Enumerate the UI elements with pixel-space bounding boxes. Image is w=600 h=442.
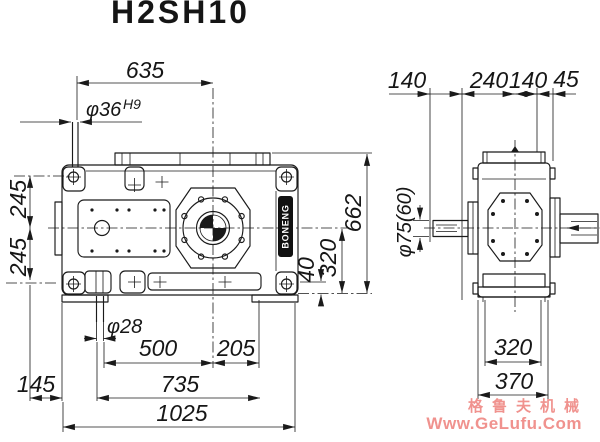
brand-label: BONENG	[281, 204, 291, 248]
dim-40-label: 40	[293, 257, 319, 283]
dim-320-370: 320 370	[477, 300, 549, 399]
bottom-strip	[84, 270, 262, 294]
top-rail	[114, 152, 271, 166]
dim-205-label: 205	[216, 335, 256, 361]
dim-1025-label: 1025	[156, 400, 207, 426]
dim-370-label: 370	[495, 368, 534, 394]
dim-320-label: 320	[315, 239, 341, 278]
dim-145-label: 145	[17, 371, 56, 397]
side-centerlines	[424, 140, 600, 312]
dim-500-label: 500	[139, 335, 178, 361]
input-shaft	[71, 122, 79, 167]
dim-phi75-label: φ75(60)	[394, 187, 416, 258]
front-view: BONENG	[5, 57, 372, 432]
side-output-shaft	[559, 213, 599, 244]
watermark-url: Www.GeLufu.Com	[426, 414, 582, 433]
left-cover-plate	[77, 199, 171, 258]
dim-140-right-label: 140	[509, 67, 548, 93]
dim-635-label: 635	[126, 57, 165, 83]
dim-245-lower-label: 245	[5, 238, 31, 278]
dim-735-label: 735	[161, 371, 200, 397]
top-tab	[124, 166, 169, 192]
dim-145-735: 145 735	[17, 285, 260, 402]
dim-45-label: 45	[553, 66, 579, 92]
watermark-chinese: 格鲁夫机械	[467, 398, 588, 415]
dim-240-label: 240	[469, 67, 509, 93]
dim-635: 635	[76, 57, 213, 120]
phi28-stub	[95, 296, 105, 341]
corner-bolt-pads	[62, 166, 298, 295]
drawing-title: H2SH10	[111, 0, 250, 30]
dim-662-label: 662	[340, 194, 366, 233]
dim-phi36-label: φ36	[86, 99, 122, 121]
dim-phi28-label: φ28	[107, 316, 142, 338]
dim-side-320-label: 320	[494, 334, 533, 360]
dim-140-left-label: 140	[388, 67, 427, 93]
side-bearing-caps	[467, 197, 561, 258]
dim-phi28: φ28	[84, 316, 142, 342]
dim-phi36: φ36 H9	[20, 96, 142, 126]
dim-top-row: 140 240 140 45	[388, 66, 579, 300]
dim-40-320-662: 40 320 662	[272, 152, 372, 307]
side-housing	[472, 146, 556, 302]
side-input-shaft	[432, 219, 469, 238]
front-centerlines	[6, 88, 372, 368]
dim-245-pair: 245 245	[5, 176, 34, 280]
dim-1025: 1025	[62, 303, 296, 432]
dim-phi75: φ75(60)	[394, 187, 429, 258]
dim-phi36-tolerance: H9	[123, 96, 141, 112]
dim-500-205: 500 205	[103, 300, 260, 368]
watermark: 格鲁夫机械 Www.GeLufu.Com	[426, 399, 582, 432]
side-flange-plate	[487, 192, 543, 262]
brand-plate: BONENG	[278, 196, 293, 257]
output-flange	[175, 187, 251, 269]
dim-245-upper-label: 245	[5, 180, 31, 220]
side-view: 140 240 140 45 φ75(60) 320 370	[388, 66, 600, 399]
